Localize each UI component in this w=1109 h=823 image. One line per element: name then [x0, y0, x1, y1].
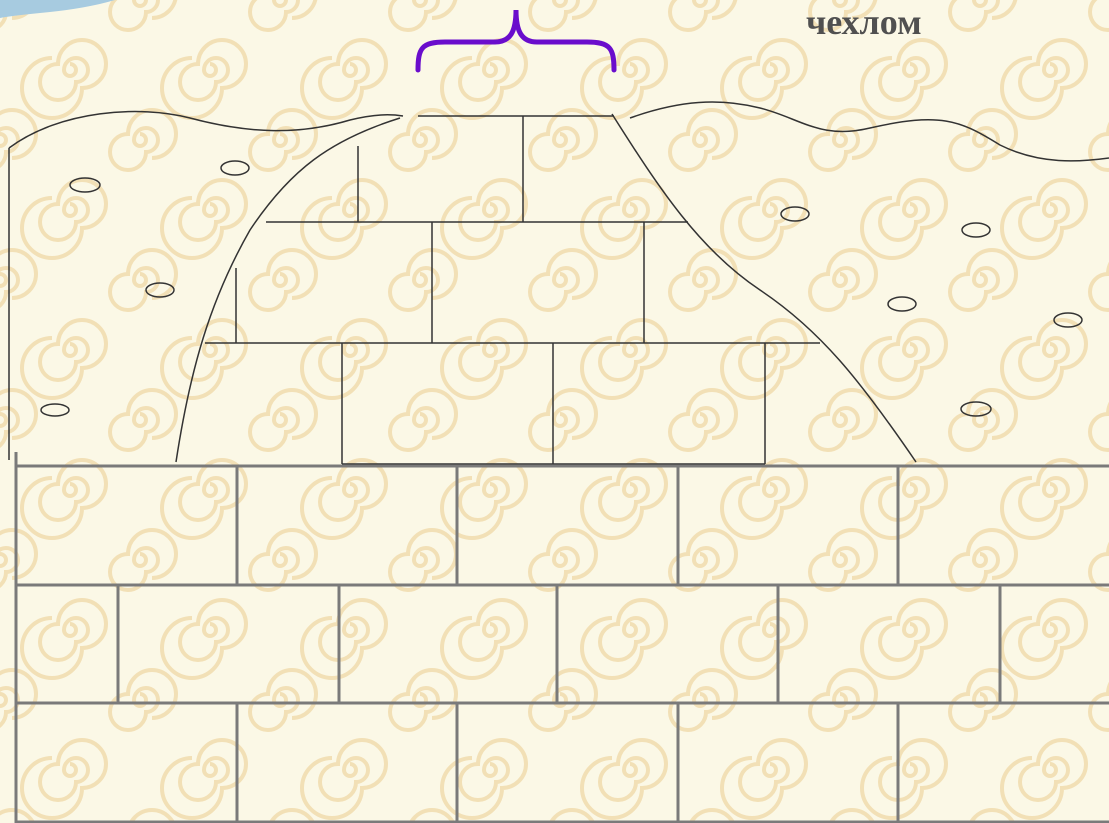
- caption-text: чехлом: [806, 0, 922, 44]
